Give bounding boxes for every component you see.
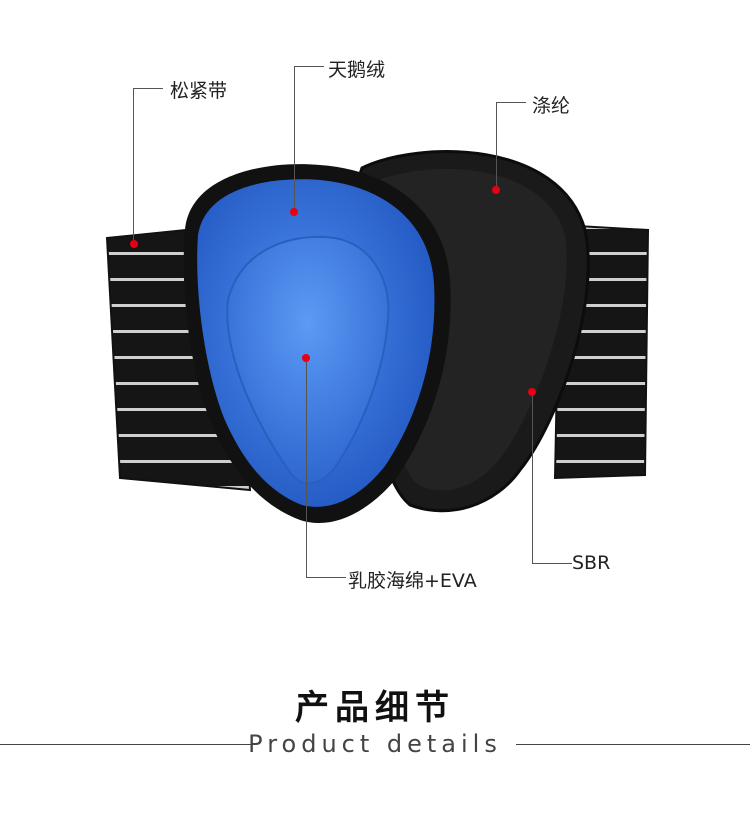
leader-sbr-h [532,563,572,564]
leader-polyester-v [496,102,497,190]
label-sbr: SBR [572,552,611,574]
leader-polyester-h [496,102,526,103]
marker-dot-sbr [528,388,536,396]
leader-elastic-v [133,88,134,244]
section-title-english: Product details [248,730,502,758]
label-elastic-band: 松紧带 [170,80,228,102]
divider-left [0,744,252,745]
divider-right [516,744,750,745]
marker-dot-foam [302,354,310,362]
leader-foam-h [306,577,346,578]
marker-dot-polyester [492,186,500,194]
label-polyester: 涤纶 [532,95,571,117]
label-velvet: 天鹅绒 [328,59,386,81]
leader-sbr-v [532,393,533,563]
leader-velvet-v [294,66,295,212]
marker-dot-elastic [130,240,138,248]
marker-dot-velvet [290,208,298,216]
leader-velvet-h [294,66,324,67]
section-title-chinese: 产品细节 [295,688,455,728]
label-foam-eva: 乳胶海绵+EVA [348,570,477,592]
leader-elastic-h [133,88,163,89]
leader-foam-v [306,360,307,577]
